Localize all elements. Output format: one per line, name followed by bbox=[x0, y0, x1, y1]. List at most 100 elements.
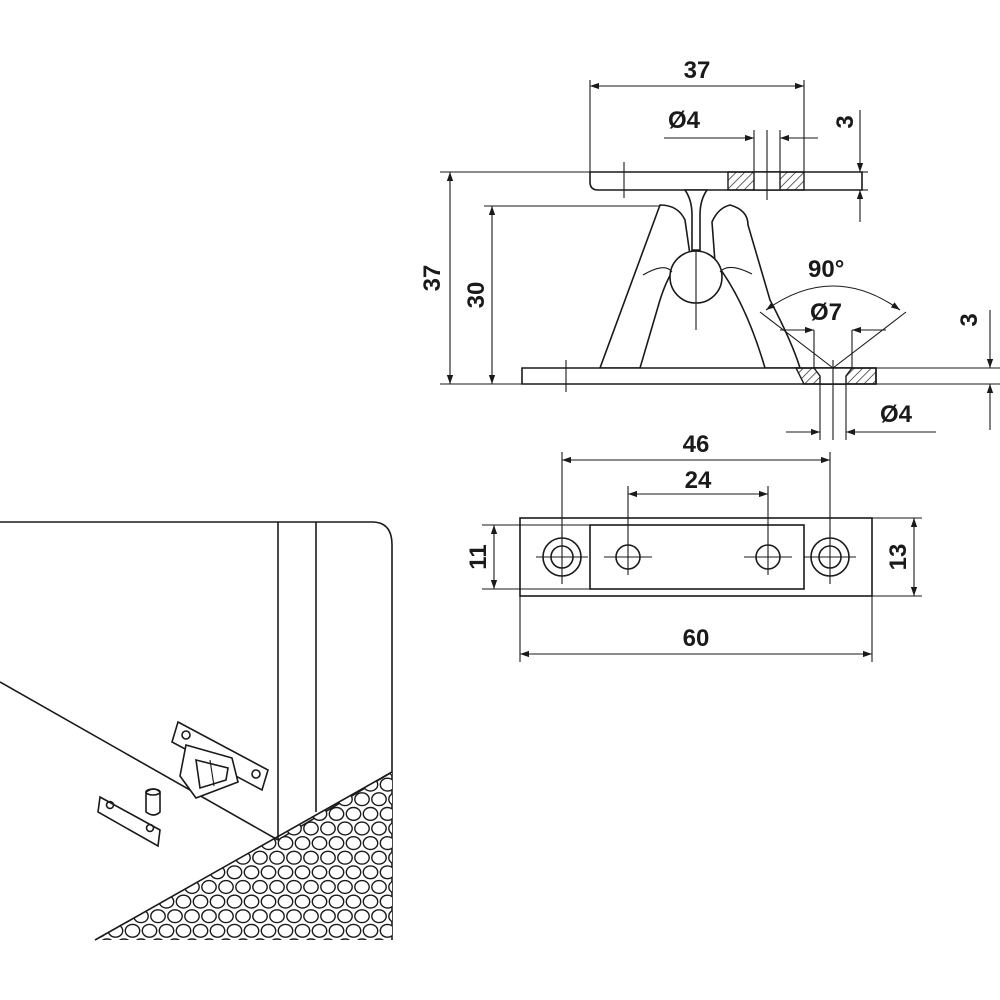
mesh-hole bbox=[320, 909, 336, 924]
mesh-hole bbox=[124, 777, 141, 792]
mesh-hole bbox=[226, 923, 243, 938]
mesh-hole bbox=[175, 865, 192, 880]
mesh-hole bbox=[235, 821, 251, 836]
total-height-label: 37 bbox=[419, 265, 446, 292]
mesh-hole bbox=[269, 772, 285, 778]
mesh-hole bbox=[328, 806, 345, 822]
mesh-hole bbox=[294, 894, 311, 909]
top-hole-diameter-label: Ø4 bbox=[668, 107, 701, 134]
mesh-hole bbox=[95, 909, 98, 924]
mesh-hole bbox=[303, 909, 319, 924]
mesh-hole bbox=[294, 865, 311, 880]
mesh-hole bbox=[243, 806, 260, 822]
mesh-hole bbox=[226, 835, 243, 851]
side-view: 90° Ø7 Ø4 3 37 Ø4 3 bbox=[419, 57, 1000, 440]
mesh-hole bbox=[192, 835, 209, 851]
mesh-hole bbox=[218, 879, 234, 895]
mesh-hole bbox=[371, 909, 387, 924]
mesh-hole bbox=[107, 865, 124, 880]
mesh-hole bbox=[320, 850, 336, 865]
mesh-hole bbox=[218, 938, 234, 940]
mesh-hole bbox=[99, 821, 115, 836]
mesh-hole bbox=[354, 909, 370, 924]
mesh-hole bbox=[124, 923, 141, 938]
right-jaw bbox=[711, 204, 802, 369]
mesh-hole bbox=[95, 772, 98, 778]
mesh-hole bbox=[133, 850, 149, 865]
mesh-hole bbox=[116, 850, 132, 865]
mesh-hole bbox=[201, 850, 217, 865]
mesh-hole bbox=[235, 792, 251, 807]
mesh-hole bbox=[201, 821, 217, 836]
installation-view bbox=[0, 521, 393, 941]
mesh-hole bbox=[226, 894, 243, 909]
mesh-hole bbox=[99, 938, 115, 940]
mesh-hole bbox=[362, 923, 379, 938]
top-width-label: 37 bbox=[684, 57, 711, 84]
mesh-hole bbox=[379, 894, 392, 909]
mesh-hole bbox=[354, 850, 370, 865]
mesh-hole bbox=[328, 835, 345, 851]
mesh-hole bbox=[354, 792, 370, 807]
mesh-hole bbox=[303, 938, 319, 940]
mesh-hole bbox=[388, 938, 392, 940]
mesh-hole bbox=[158, 923, 175, 938]
mesh-hole bbox=[362, 865, 379, 880]
mesh-hole bbox=[303, 821, 319, 836]
mesh-hole bbox=[116, 879, 132, 895]
mesh-hole bbox=[150, 850, 166, 865]
mesh-hole bbox=[337, 909, 353, 924]
mesh-hole bbox=[201, 879, 217, 895]
mesh-hole bbox=[95, 792, 98, 807]
mesh-hole bbox=[269, 792, 285, 807]
mesh-hole bbox=[243, 835, 260, 851]
mesh-hole bbox=[311, 777, 328, 792]
mesh-hole bbox=[371, 938, 387, 940]
mesh-hole bbox=[141, 923, 158, 938]
base-hole-diameter-label: Ø4 bbox=[880, 401, 913, 428]
mesh-hole bbox=[354, 772, 370, 778]
mesh-hole bbox=[388, 909, 392, 924]
left-inner-hole bbox=[604, 540, 652, 575]
mesh-hole bbox=[192, 806, 209, 822]
mesh-hole bbox=[277, 777, 294, 792]
mesh-hole bbox=[311, 923, 328, 938]
mesh-hole bbox=[252, 938, 268, 940]
installed-catch bbox=[171, 720, 269, 799]
plate-width-label: 13 bbox=[885, 544, 912, 571]
mesh-hole bbox=[371, 821, 387, 836]
mesh-hole bbox=[226, 865, 243, 880]
mesh-hole bbox=[107, 777, 124, 792]
mesh-hole bbox=[184, 821, 200, 836]
mesh-hole bbox=[252, 879, 268, 895]
mesh-hole bbox=[286, 938, 302, 940]
mesh-hole bbox=[345, 806, 362, 822]
mesh-hole bbox=[320, 938, 336, 940]
mesh-hole bbox=[311, 865, 328, 880]
mesh-hole bbox=[116, 938, 132, 940]
mesh-hole bbox=[158, 865, 175, 880]
mesh-hole bbox=[107, 894, 124, 909]
mesh-hole bbox=[345, 835, 362, 851]
mesh-hole bbox=[99, 879, 115, 895]
mesh-hole bbox=[175, 894, 192, 909]
mesh-hole bbox=[388, 850, 392, 865]
mesh-hole bbox=[150, 909, 166, 924]
mesh-hole bbox=[345, 865, 362, 880]
mesh-hole bbox=[243, 865, 260, 880]
plate-length-label: 60 bbox=[683, 625, 710, 652]
mesh-hole bbox=[95, 821, 98, 836]
base-height-label: 30 bbox=[463, 282, 490, 309]
mesh-hole bbox=[124, 865, 141, 880]
mesh-hole bbox=[235, 879, 251, 895]
right-inner-hole bbox=[744, 540, 792, 575]
mesh-hole bbox=[320, 792, 336, 807]
mesh-hole bbox=[209, 923, 226, 938]
mesh-hole bbox=[286, 772, 302, 778]
mesh-hole bbox=[388, 821, 392, 836]
mesh-hole bbox=[303, 879, 319, 895]
mesh-hole bbox=[95, 938, 98, 940]
mesh-hole bbox=[354, 879, 370, 895]
mesh-hole bbox=[286, 909, 302, 924]
